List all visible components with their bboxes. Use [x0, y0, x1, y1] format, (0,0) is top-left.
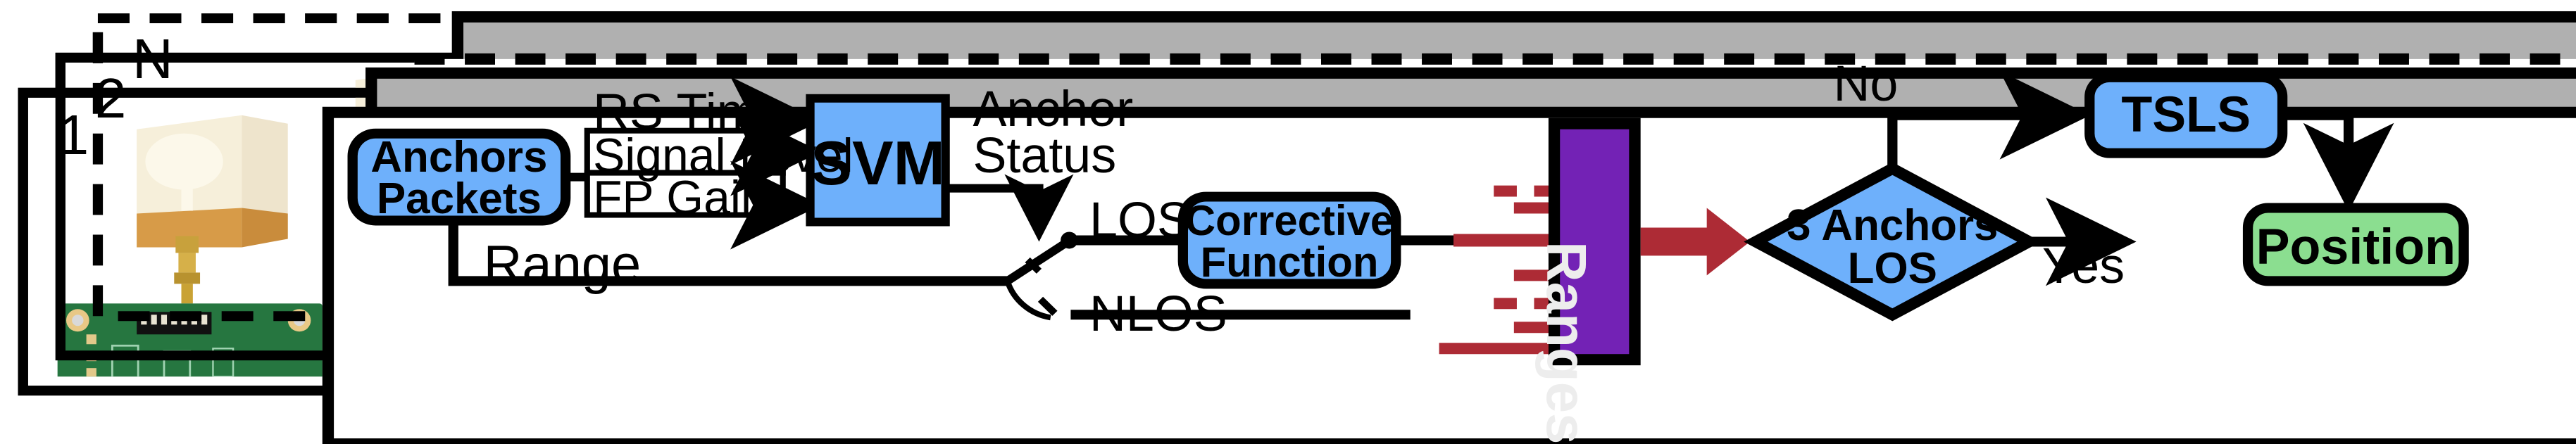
range-label: Range — [483, 235, 642, 296]
anchor-status-label-line2: Status — [973, 127, 1117, 184]
edge-range — [448, 220, 1008, 286]
position-node — [2242, 203, 2469, 286]
los-label: LOS — [1089, 191, 1191, 248]
decision-label-line2: LOS — [1847, 244, 1937, 293]
anchor-card-label-1: 1 — [57, 103, 89, 166]
range-lines-dashed — [1494, 185, 1630, 310]
ranges-label: Ranges — [1535, 241, 1599, 444]
tsls-label: TSLS — [2121, 86, 2251, 143]
corrective-function-label-line1: Corrective — [1184, 196, 1394, 244]
anchors-packets-label-line1: Anchors — [370, 132, 548, 182]
decision-label-line1: 3 Anchors — [1787, 201, 1999, 250]
edge-anchor-status — [945, 174, 1074, 242]
svm-node — [806, 94, 950, 227]
anchor-card-label-N: N — [132, 27, 173, 90]
anchor-status-label-line1: Anchor — [973, 80, 1134, 137]
nlos-label: NLOS — [1089, 286, 1227, 343]
anchors-packets-label-line2: Packets — [376, 174, 542, 223]
ranges-to-decision-arrow — [1640, 208, 1750, 276]
yes-label: Yes — [2042, 238, 2125, 295]
no-label: No — [1833, 55, 1899, 112]
signal-level-label: Signal Level — [592, 129, 854, 182]
edge-no — [1887, 70, 2091, 169]
edge-tsls-position — [2282, 110, 2394, 212]
position-label: Position — [2256, 218, 2456, 275]
rs-time-label: RS Time — [592, 83, 787, 140]
anchor-card-label-2: 2 — [94, 66, 127, 129]
corrective-function-label-line2: Function — [1200, 239, 1379, 286]
svm-label: SVM — [811, 127, 945, 198]
ranges-node — [1548, 118, 1641, 366]
fp-gain-label: FP Gain — [592, 171, 768, 224]
